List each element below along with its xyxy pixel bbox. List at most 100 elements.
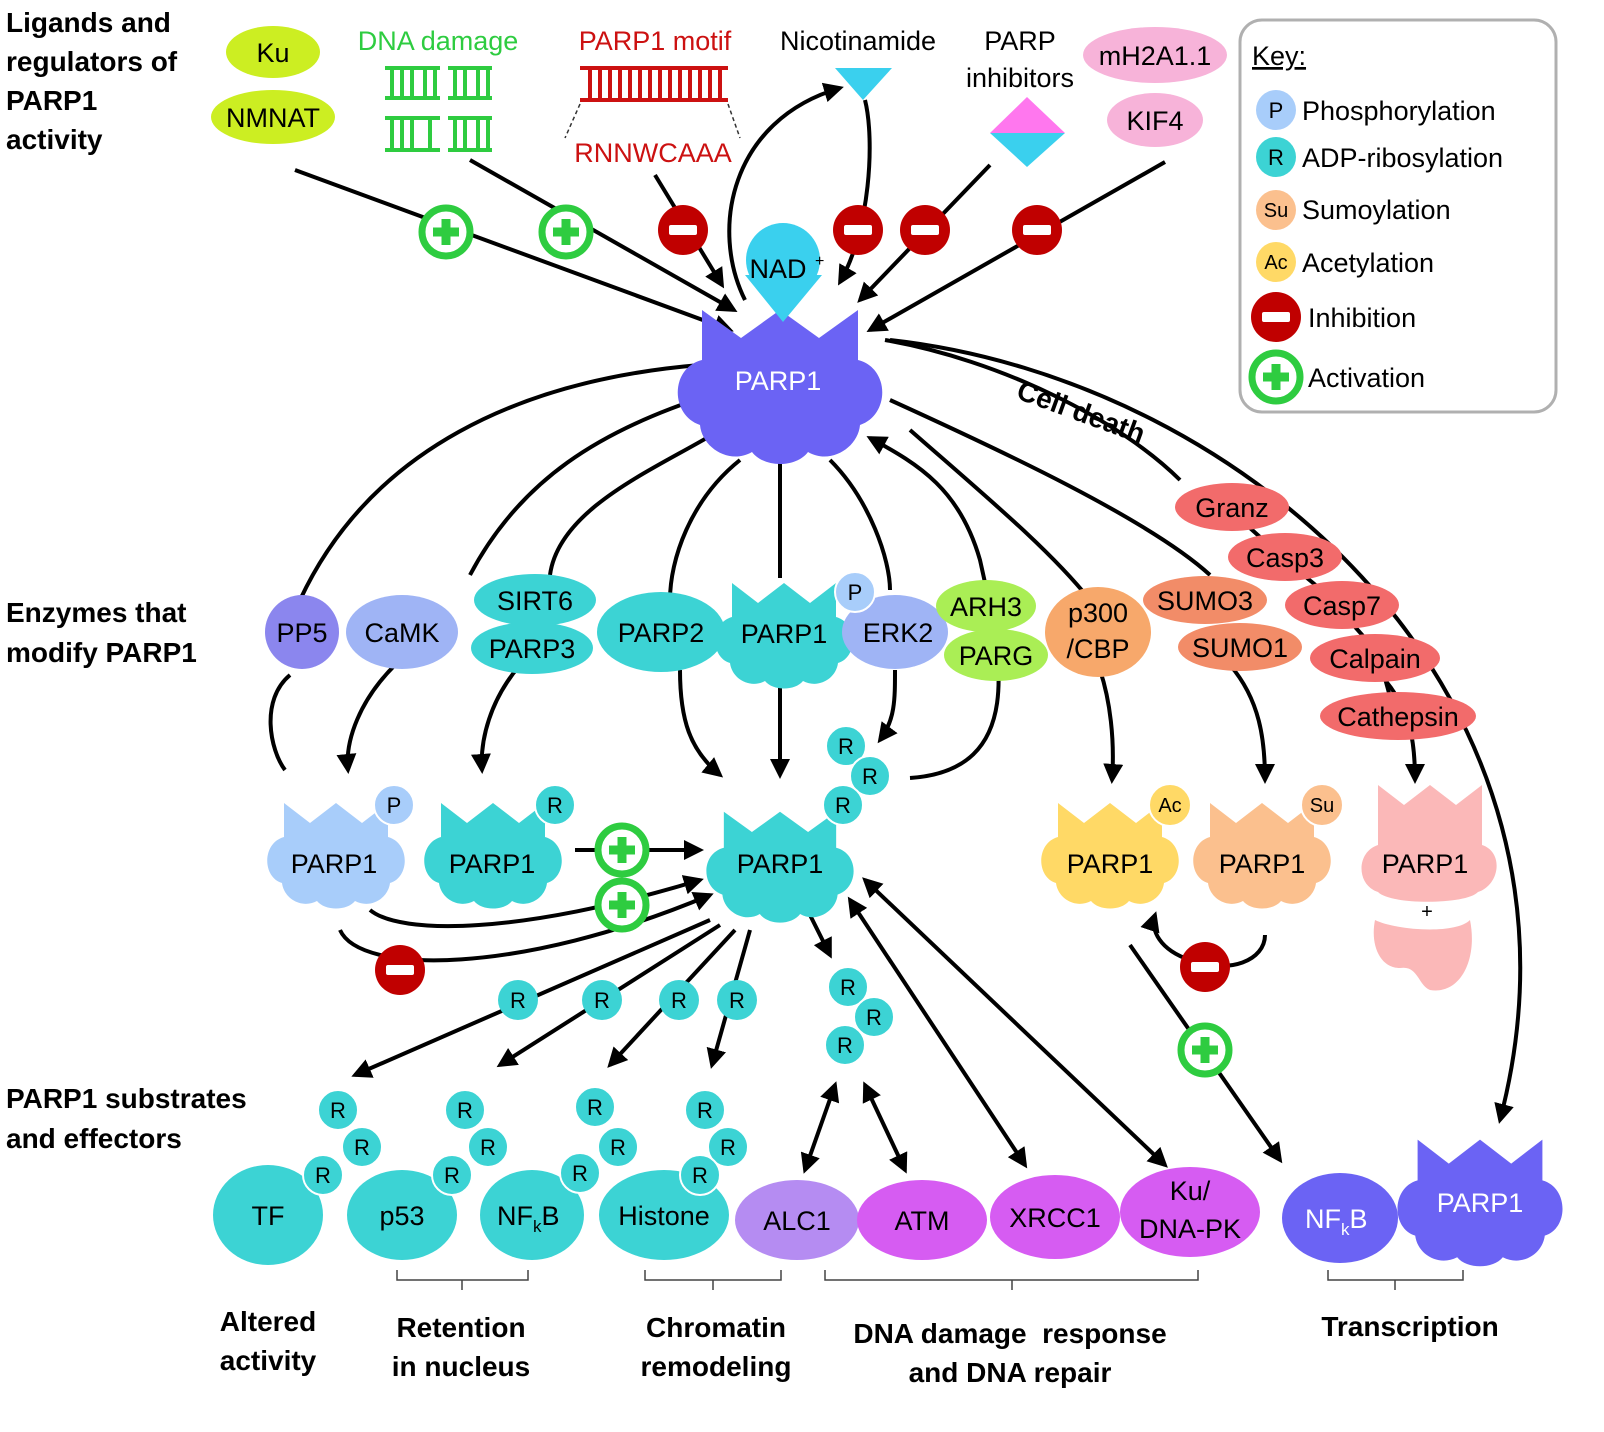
p53-ellipse xyxy=(347,1170,457,1260)
arrow-central-to-par xyxy=(808,914,832,959)
outcome-chromatin-line1: Chromatin xyxy=(646,1312,786,1343)
cathepsin-node: Cathepsin xyxy=(1320,692,1476,740)
p300-label-line2: /CBP xyxy=(1066,634,1129,664)
adpr-mark-icon xyxy=(534,784,576,826)
adpr-key-icon xyxy=(1256,137,1296,177)
sirt6-label: SIRT6 xyxy=(497,586,573,616)
p53-par-mark-2: R xyxy=(480,1135,496,1160)
nfkb-label: NFkB xyxy=(497,1201,560,1236)
nicotinamide-inhibition-icon xyxy=(833,205,883,255)
free-par-mark-3: R xyxy=(671,988,687,1013)
sumo-key-icon xyxy=(1256,190,1296,230)
legend-title: Key: xyxy=(1252,41,1306,71)
camk-ellipse xyxy=(346,595,458,669)
nfkb-ellipse xyxy=(480,1170,584,1260)
legend-frame xyxy=(1238,18,1558,414)
par-chain-mark-1: R xyxy=(840,975,856,1000)
parp1-motif-node: PARP1 motif RNNWCAAA xyxy=(564,26,741,168)
section-enzymes-heading: Enzymes that modify PARP1 xyxy=(6,597,197,668)
mh2a-label: mH2A1.1 xyxy=(1099,41,1212,71)
pp5-circle xyxy=(265,595,339,669)
casp3-label: Casp3 xyxy=(1246,543,1324,573)
bracket-transcription xyxy=(1327,1270,1464,1290)
legend-sumoylation: Su Sumoylation xyxy=(1256,190,1451,230)
adpr-parp1-label: PARP1 xyxy=(449,849,536,879)
arrow-parp3-to-adpr xyxy=(470,663,522,774)
arrow-parp1-to-nicotinamide xyxy=(727,82,844,301)
free-par-bead-2 xyxy=(582,980,622,1020)
histone-label: Histone xyxy=(618,1201,710,1231)
outcome-transcription: Transcription xyxy=(1321,1311,1498,1342)
calpain-node: Calpain xyxy=(1310,634,1440,682)
parp-inhibitors-line2: inhibitors xyxy=(966,63,1074,93)
arrow-nicotinamide-to-parp1 xyxy=(838,99,872,286)
nfkb-transcription-node: NFkB xyxy=(1282,1173,1398,1263)
section-ligands-heading: Ligands and regulators of PARP1 activity xyxy=(6,7,178,155)
dna-damage-activation-icon xyxy=(542,208,590,256)
atm-substrate: ATM xyxy=(857,1180,987,1260)
casp7-node: Casp7 xyxy=(1285,581,1399,629)
arh3-label: ARH3 xyxy=(950,592,1022,622)
atm-ellipse xyxy=(857,1180,987,1260)
section-substrates-line1: PARP1 substrates xyxy=(6,1083,247,1114)
arrow-ku-to-parp1 xyxy=(294,168,734,334)
histone-substrate: Histone R R R xyxy=(599,1089,749,1260)
histone-par-bead-2 xyxy=(707,1126,749,1168)
free-par-bead-4 xyxy=(717,980,757,1020)
arrow-par-alc1 xyxy=(800,1081,840,1174)
tf-par-bead-2 xyxy=(341,1126,383,1168)
adpr-parp1-node: R PARP1 xyxy=(424,784,576,909)
central-par-mark-2: R xyxy=(862,764,878,789)
adpr-mark: R xyxy=(547,793,563,818)
nicotinamide-triangle xyxy=(835,68,892,100)
activation-key-icon xyxy=(1252,353,1300,401)
line-parp1-p300 xyxy=(908,428,1092,602)
inhibitor-diamond-top xyxy=(990,97,1065,133)
central-parp1-node: PARP1 xyxy=(677,310,883,464)
parp-inhibitors-line1: PARP xyxy=(984,26,1056,56)
tf-par-mark-3: R xyxy=(315,1163,331,1188)
bracket-retention xyxy=(396,1270,529,1290)
acetyl-key-label: Acetylation xyxy=(1302,248,1434,278)
nfkb-transcription-ellipse xyxy=(1282,1173,1398,1263)
arrow-central-ku xyxy=(862,877,1168,1168)
nicotinamide-node: Nicotinamide xyxy=(780,26,936,100)
arh3-node: ARH3 xyxy=(936,580,1036,632)
section-enzymes-line1: Enzymes that xyxy=(6,597,187,628)
calpain-ellipse xyxy=(1310,634,1440,682)
granz-node: Granz xyxy=(1175,483,1289,531)
arrow-erk2-to-central xyxy=(877,669,898,744)
outcome-altered-line1: Altered xyxy=(220,1306,316,1337)
central-adpr-parp1-label: PARP1 xyxy=(737,849,824,879)
sumo1-ellipse xyxy=(1178,623,1302,671)
ku-activation-icon xyxy=(422,208,470,256)
parp2-node: PARP2 xyxy=(597,592,725,672)
line-pp5-down xyxy=(268,673,292,772)
sirt6-node: SIRT6 xyxy=(474,574,596,626)
phospho-activation-icon xyxy=(598,881,646,929)
cleaved-parp1-top xyxy=(1361,785,1497,902)
parp3-node: PARP3 xyxy=(471,622,593,674)
sumo3-label: SUMO3 xyxy=(1157,586,1253,616)
calpain-label: Calpain xyxy=(1329,644,1421,674)
xrcc1-label: XRCC1 xyxy=(1009,1203,1101,1233)
tf-par-mark-2: R xyxy=(354,1135,370,1160)
line-parp1-celldeath xyxy=(884,338,1182,482)
cathepsin-ellipse xyxy=(1320,692,1476,740)
nfkb-par-bead-1 xyxy=(574,1086,616,1128)
acetyl-key-icon xyxy=(1256,242,1296,282)
par-chain-bead-2 xyxy=(853,996,895,1038)
sumo3-ellipse xyxy=(1143,576,1267,624)
arrow-par-atm xyxy=(862,1081,908,1174)
tf-par-mark-1: R xyxy=(330,1098,346,1123)
bracket-chromatin xyxy=(644,1270,782,1290)
outcome-brackets xyxy=(396,1270,1464,1290)
par-chain-mark-3: R xyxy=(837,1033,853,1058)
central-par-bead-3 xyxy=(822,784,864,826)
histone-par-bead-3 xyxy=(679,1154,721,1196)
outcome-retention-line1: Retention xyxy=(396,1312,525,1343)
p300-ellipse xyxy=(1045,587,1151,677)
section-ligands-line3: PARP1 xyxy=(6,85,97,116)
central-par-bead-2 xyxy=(849,755,891,797)
xrcc1-ellipse xyxy=(990,1175,1120,1259)
